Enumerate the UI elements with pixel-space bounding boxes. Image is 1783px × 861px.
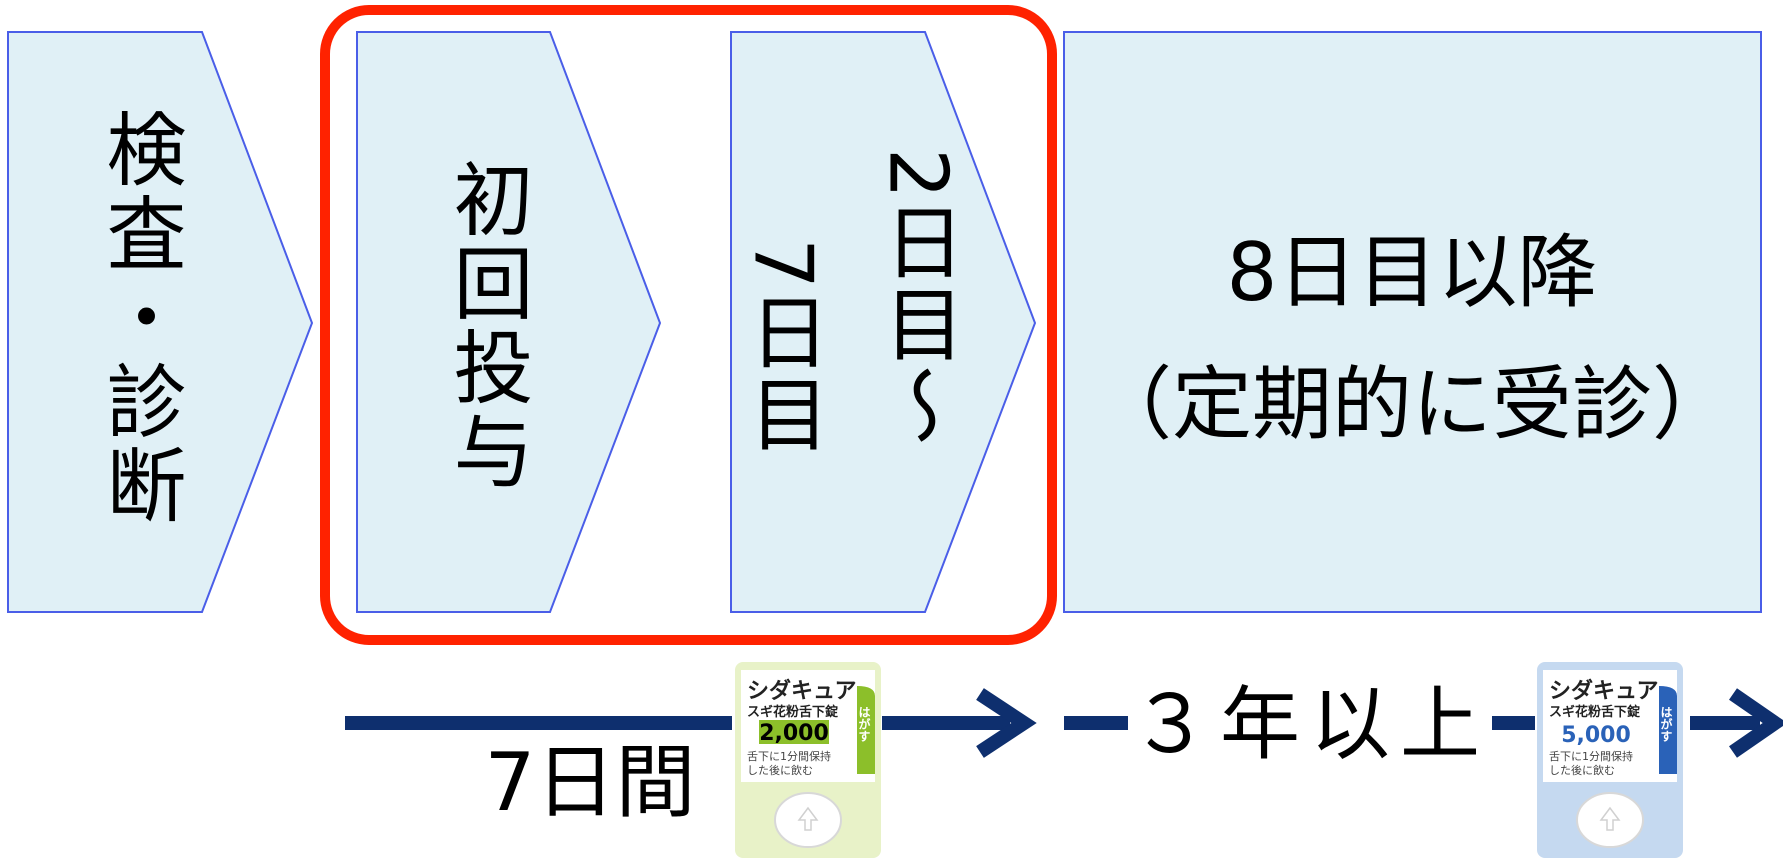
package-2000-brand: シダキュア: [747, 678, 857, 704]
timeline: 7日間 ３年以上: [345, 678, 1783, 829]
step-day2-to-day7: 2日目〜 7日目: [730, 31, 1037, 613]
step-examination-label: 検査・診断: [94, 108, 187, 528]
step-examination-shape: [7, 31, 314, 613]
step-day8-label: 8日目以降: [1227, 226, 1598, 319]
package-2000-note-2: した後に飲む: [747, 763, 813, 777]
step-day2-to-day7-shape: [730, 31, 1037, 613]
package-5000-note-2: した後に飲む: [1549, 763, 1615, 777]
package-2000-tab-text: はがす: [857, 706, 871, 742]
package-5000-brand: シダキュア: [1549, 678, 1659, 704]
package-5000-tablet-mark: [1599, 806, 1621, 831]
package-5000-peel-tab: [1659, 686, 1677, 774]
package-2000-dose-box: [759, 720, 829, 744]
package-2000-tablet-mark: [797, 806, 819, 831]
step-first-dose-shape: [356, 31, 662, 613]
package-2000-dose: 2,000: [759, 721, 829, 746]
package-5000-subtitle: スギ花粉舌下錠: [1549, 704, 1641, 720]
package-5000-tablet: [1576, 792, 1644, 848]
package-5000-tab-text: はがす: [1659, 706, 1673, 742]
package-2000-note-1: 舌下に1分間保持: [747, 749, 831, 763]
step-first-dose: 初回投与: [356, 31, 662, 613]
package-2000: はがす シダキュア スギ花粉舌下錠 2,000 舌下に1分間保持 した後に飲む: [735, 662, 881, 858]
initial-phase-highlight: [320, 5, 1057, 645]
step-first-dose-label: 初回投与: [441, 158, 534, 494]
package-5000: はがす シダキュア スギ花粉舌下錠 5,000 舌下に1分間保持 した後に飲む: [1537, 662, 1683, 858]
step-day8-onward-shape: [1063, 31, 1762, 613]
timeline-arrowhead-2: [1729, 688, 1783, 758]
package-5000-dose: 5,000: [1561, 723, 1631, 748]
step-examination: 検査・診断: [7, 31, 314, 613]
package-5000-label-area: [1543, 670, 1677, 782]
step-day2-label: 2日目〜: [872, 148, 965, 447]
step-day7-label: 7日目: [737, 238, 830, 455]
timeline-arrowhead-1: [976, 688, 1037, 758]
step-day8-onward: 8日目以降 （定期的に受診）: [1063, 31, 1762, 613]
step-regular-visit-label: （定期的に受診）: [1092, 358, 1732, 451]
package-5000-note-1: 舌下に1分間保持: [1549, 749, 1633, 763]
second-period-label: ３年以上: [1130, 678, 1490, 771]
package-2000-peel-tab: [857, 686, 875, 774]
package-2000-subtitle: スギ花粉舌下錠: [747, 704, 839, 720]
first-period-label: 7日間: [485, 736, 696, 829]
package-2000-tablet: [774, 792, 842, 848]
